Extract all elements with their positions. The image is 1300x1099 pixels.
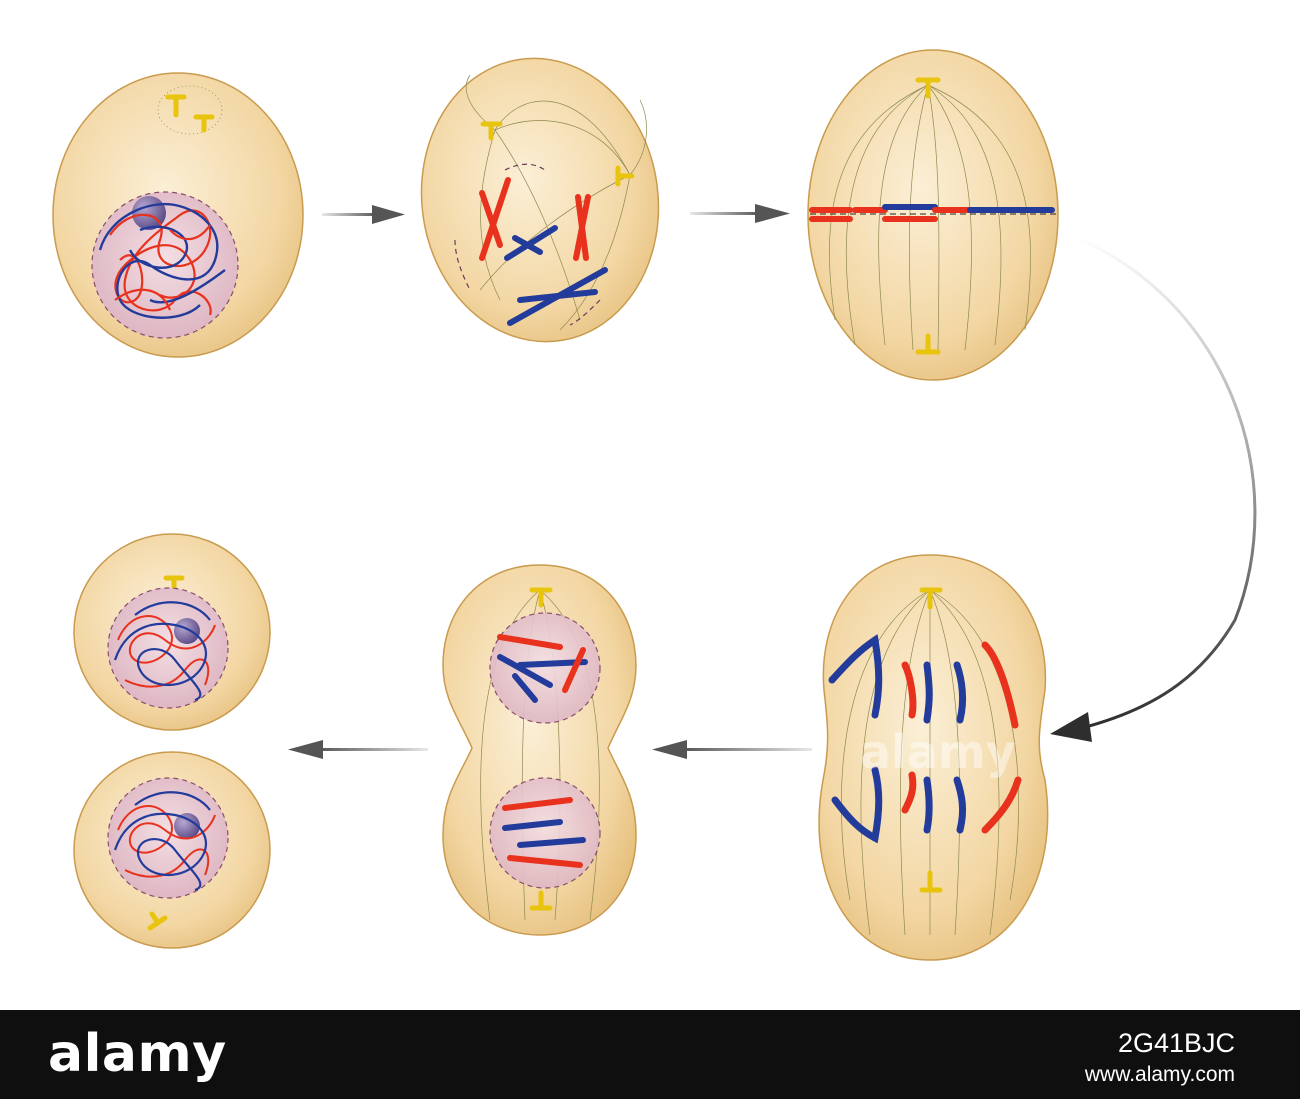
cell-anaphase (818, 554, 1049, 961)
centriole-icon (165, 94, 187, 118)
daughter-cell-bottom (73, 751, 271, 949)
centriole-icon (147, 911, 168, 931)
daughter-cell-top (73, 533, 271, 731)
mitosis-diagram (52, 49, 1257, 961)
left-arrow-icon (288, 740, 428, 759)
website-url: www.alamy.com (1084, 1063, 1235, 1086)
brand-logo: alamy (48, 1024, 227, 1084)
centrosome-region (157, 85, 223, 135)
chromosomes (479, 177, 608, 326)
cell-metaphase (807, 49, 1060, 381)
nucleus (91, 191, 239, 339)
curved-down-arrow-icon (1050, 233, 1257, 742)
centriole-icon (915, 77, 941, 99)
centriole-icon (480, 121, 503, 141)
image-id: 2G41BJC (1117, 1028, 1235, 1058)
right-arrow-icon (690, 204, 790, 223)
footer-bar: alamy 2G41BJC www.alamy.com (0, 1010, 1300, 1099)
right-arrow-icon (322, 205, 405, 224)
cell-prometaphase (420, 57, 660, 343)
centriole-icon (529, 587, 553, 608)
cell-interphase (52, 72, 304, 358)
centriole-icon (919, 587, 943, 610)
left-arrow-icon (652, 740, 812, 759)
cell-telophase (442, 564, 637, 936)
